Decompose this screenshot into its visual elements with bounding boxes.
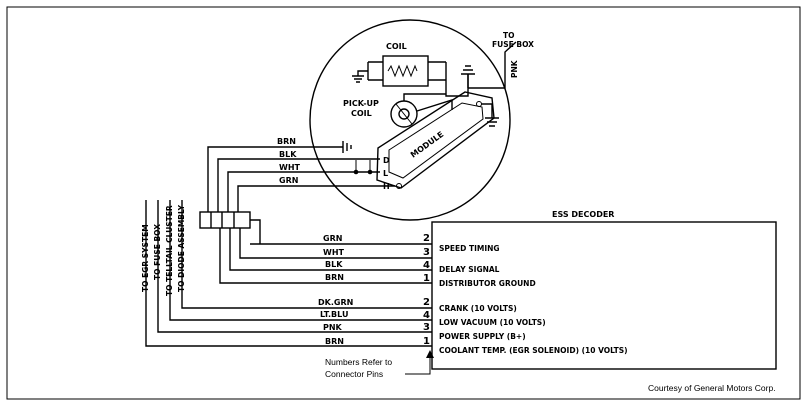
- upper-harness: [207, 141, 395, 212]
- note-arrowhead-icon: [426, 350, 434, 358]
- wire-ltblu: LT.BLU: [320, 310, 348, 319]
- label-to-telltail-cluster: TO TELLTAIL CLUSTER: [165, 205, 174, 296]
- decoder-label-crank: CRANK (10 VOLTS): [439, 304, 517, 313]
- note-line1: Numbers Refer to: [325, 357, 392, 367]
- coil-lead: [445, 62, 469, 97]
- distributor-housing: [309, 19, 511, 221]
- coil-label: COIL: [386, 42, 407, 51]
- pin-number: 2: [423, 297, 430, 308]
- pickup-label-line1: PICK-UP: [343, 99, 379, 108]
- pin-number: 1: [423, 336, 430, 347]
- credit-line: Courtesy of General Motors Corp.: [648, 383, 776, 393]
- pnk-lead-fuse-box: [468, 41, 517, 89]
- note-line2: Connector Pins: [325, 369, 383, 379]
- module-pin-l: L: [383, 169, 388, 178]
- pin-number: 3: [423, 247, 430, 258]
- fuse-box-line2: FUSE BOX: [492, 40, 534, 49]
- label-to-diode-assembly: TO DIODE ASSEMBLY: [177, 204, 186, 292]
- wire-grn-upper: GRN: [279, 176, 298, 185]
- ignition-coil: [368, 55, 446, 87]
- module-h-terminal: [396, 183, 402, 189]
- note-pointer: [405, 353, 431, 375]
- coil-ground-icon: [352, 62, 369, 83]
- label-to-egr-system: TO EGR SYSTEM: [141, 224, 150, 292]
- wire-blk-upper: BLK: [279, 150, 297, 159]
- wire-grn-lower: GRN: [323, 234, 342, 243]
- decoder-label-distributor-ground: DISTRIBUTOR GROUND: [439, 279, 536, 288]
- wire-brn-lower: BRN: [325, 273, 344, 282]
- wire-brn-bottom: BRN: [325, 337, 344, 346]
- wire-pnk-lower: PNK: [323, 323, 343, 332]
- label-to-fuse-box: TO FUSE BOX: [153, 224, 162, 280]
- fuse-box-wire-label: PNK: [510, 59, 519, 78]
- ess-decoder-title: ESS DECODER: [552, 210, 614, 219]
- module-ground-icon: [476, 101, 499, 127]
- wire-wht-lower: WHT: [323, 248, 345, 257]
- ess-decoder-box: [431, 221, 777, 370]
- module-pin-d: D: [383, 156, 390, 165]
- pin-number: 4: [423, 260, 430, 271]
- wire-blk-lower: BLK: [325, 260, 343, 269]
- decoder-label-low-vacuum: LOW VACUUM (10 VOLTS): [439, 318, 546, 327]
- decoder-label-coolant-temp: COOLANT TEMP. (EGR SOLENOID) (10 VOLTS): [439, 346, 628, 355]
- wire-dkgrn: DK.GRN: [318, 298, 353, 307]
- pin-number: 4: [423, 310, 430, 321]
- fuse-box-line1: TO: [503, 31, 515, 40]
- wire-brn-upper: BRN: [277, 137, 296, 146]
- top-ground-icon: [461, 65, 475, 88]
- decoder-label-speed-timing: SPEED TIMING: [439, 244, 500, 253]
- decoder-label-delay-signal: DELAY SIGNAL: [439, 265, 500, 274]
- harness-ground-icon: [342, 141, 352, 153]
- pin-number: 3: [423, 322, 430, 333]
- wire-wht-upper: WHT: [279, 163, 301, 172]
- harness-connector: [199, 211, 261, 232]
- diagram-frame: [6, 6, 801, 400]
- decoder-label-power-supply: POWER SUPPLY (B+): [439, 332, 526, 341]
- pin-number: 1: [423, 273, 430, 284]
- decoder-wires: [145, 200, 432, 347]
- pickup-coil: [390, 100, 418, 128]
- pickup-label-line2: COIL: [351, 109, 372, 118]
- pin-number: 2: [423, 233, 430, 244]
